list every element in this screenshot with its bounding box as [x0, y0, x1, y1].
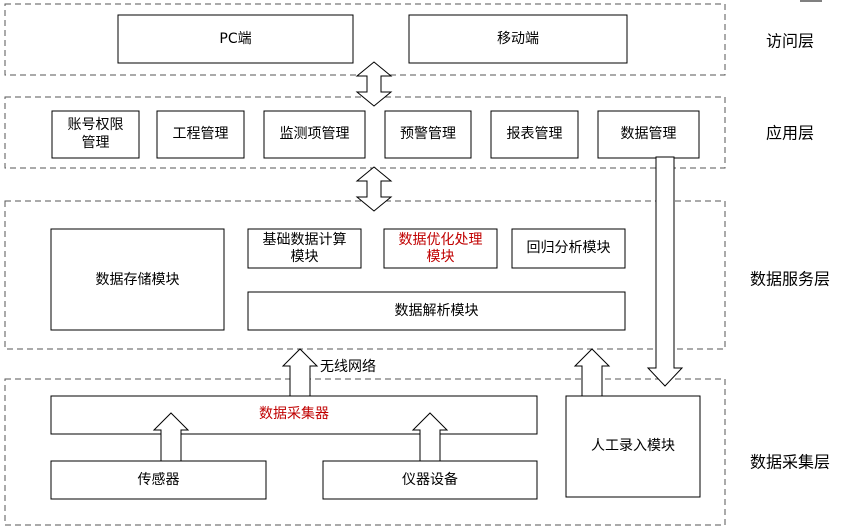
- collector-label: 数据采集器: [259, 405, 329, 422]
- basic-calc-label-line: 模块: [291, 249, 319, 265]
- regression-module-node: 回归分析模块: [511, 228, 626, 269]
- application-service-double-arrow: [355, 166, 393, 212]
- app-node-label: 工程管理: [173, 126, 229, 142]
- app-node-account-permission: 账号权限 管理: [51, 110, 140, 159]
- basic-calc-module-node: 基础数据计算 模块: [247, 228, 362, 269]
- instrument-up-arrow: [411, 412, 449, 462]
- app-node-label-line: 管理: [82, 135, 110, 151]
- manual-entry-up-arrow: [573, 348, 611, 397]
- regression-module-label: 回归分析模块: [527, 239, 611, 256]
- application-layer-label: 应用层: [766, 124, 814, 143]
- service-layer-label: 数据服务层: [750, 270, 830, 289]
- sensor-label: 传感器: [138, 471, 180, 488]
- instrument-node: 仪器设备: [322, 460, 538, 500]
- app-node-label: 预警管理: [400, 126, 456, 142]
- app-node-data-management: 数据管理: [597, 110, 700, 159]
- app-node-report: 报表管理: [490, 110, 579, 159]
- instrument-label: 仪器设备: [402, 471, 458, 488]
- optimization-module-node: 数据优化处理 模块: [383, 228, 498, 269]
- access-application-double-arrow: [355, 61, 393, 107]
- optimization-label-line: 数据优化处理: [399, 232, 483, 248]
- app-node-label: 报表管理: [507, 126, 563, 142]
- mobile-client-node: 移动端: [408, 14, 628, 64]
- wireless-up-arrow: [281, 348, 319, 397]
- manual-entry-label: 人工录入模块: [591, 438, 675, 454]
- access-layer-label: 访问层: [766, 32, 814, 51]
- parsing-module-label: 数据解析模块: [395, 303, 479, 319]
- app-node-label: 数据管理: [621, 126, 677, 142]
- optimization-label-line: 模块: [427, 249, 455, 265]
- pc-client-node: PC端: [117, 14, 354, 64]
- parsing-module-node: 数据解析模块: [247, 291, 626, 331]
- basic-calc-label-line: 基础数据计算: [263, 231, 347, 248]
- wireless-network-label: 无线网络: [320, 359, 376, 375]
- collection-layer-label: 数据采集层: [750, 453, 830, 472]
- app-node-project: 工程管理: [156, 110, 245, 159]
- collector-node: 数据采集器: [50, 395, 538, 435]
- sensor-node: 传感器: [50, 460, 267, 500]
- storage-module-label: 数据存储模块: [96, 272, 180, 288]
- app-node-label-line: 账号权限: [68, 117, 124, 133]
- sensor-up-arrow: [152, 412, 190, 462]
- pc-client-label: PC端: [219, 31, 251, 47]
- app-node-monitoring-item: 监测项管理: [263, 110, 366, 159]
- mobile-client-label: 移动端: [497, 31, 539, 47]
- app-node-label: 监测项管理: [280, 126, 350, 142]
- manual-entry-node: 人工录入模块: [565, 395, 701, 498]
- collection-layer-frame: [4, 378, 726, 526]
- storage-module-node: 数据存储模块: [50, 228, 225, 331]
- app-node-warning: 预警管理: [384, 110, 472, 159]
- data-management-down-arrow: [646, 156, 684, 387]
